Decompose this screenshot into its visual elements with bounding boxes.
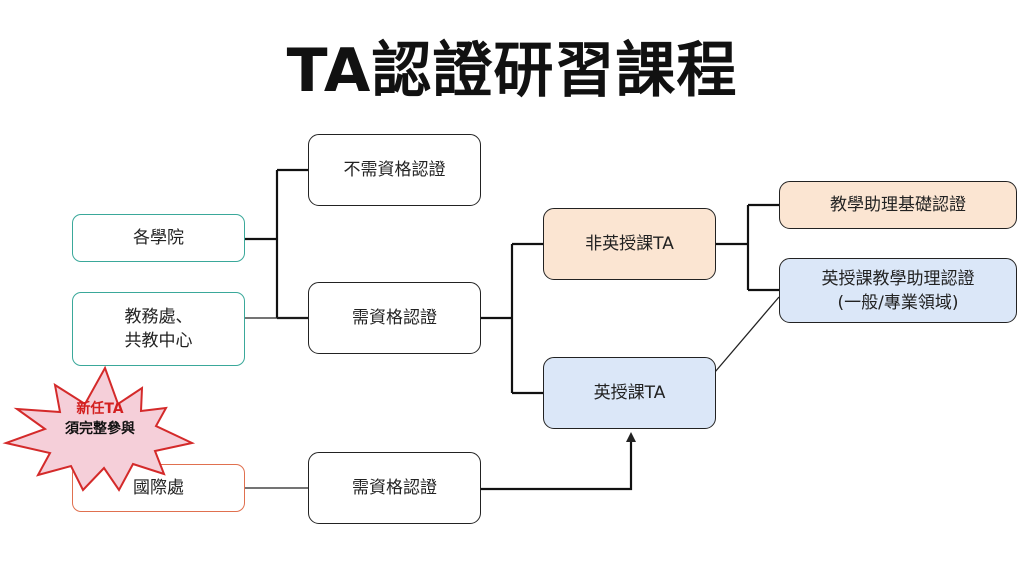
emi-cert-line2: (一般/專業領域) [837,292,959,313]
cert-required-intl-label: 需資格認證 [352,478,437,498]
no-cert-label: 不需資格認證 [343,160,446,180]
source-academic-affairs-line1: 教務處、 [124,307,193,327]
connector-emi-to-emi-cert [714,296,780,373]
cert-required-label: 需資格認證 [352,308,437,328]
source-colleges-label: 各學院 [133,228,184,248]
emi-ta-label: 英授課TA [593,383,666,403]
source-colleges: 各學院 [72,214,245,262]
source-international-label: 國際處 [133,478,184,498]
basic-cert-box: 教學助理基礎認證 [779,181,1017,229]
connector-intl-to-emi [480,432,636,491]
badge-line1: 新任TA [76,401,124,417]
new-ta-burst-badge [2,365,196,492]
cert-required-intl-box: 需資格認證 [308,452,481,524]
source-academic-affairs: 教務處、 共教中心 [72,292,245,366]
emi-cert-line1: 英授課教學助理認證 [821,268,975,289]
no-cert-box: 不需資格認證 [308,134,481,206]
source-academic-affairs-line2: 共教中心 [124,331,193,351]
page-title: TA認證研習課程 [286,36,738,106]
badge-line2: 須完整參與 [65,421,135,437]
basic-cert-label: 教學助理基礎認證 [830,195,966,215]
cert-required-box: 需資格認證 [308,282,481,354]
new-ta-badge-text: 新任TA 須完整參與 [25,399,175,439]
emi-cert-box: 英授課教學助理認證 (一般/專業領域) [779,258,1017,323]
emi-ta-box: 英授課TA [543,357,716,429]
non-emi-ta-label: 非英授課TA [585,234,674,254]
non-emi-ta-box: 非英授課TA [543,208,716,280]
